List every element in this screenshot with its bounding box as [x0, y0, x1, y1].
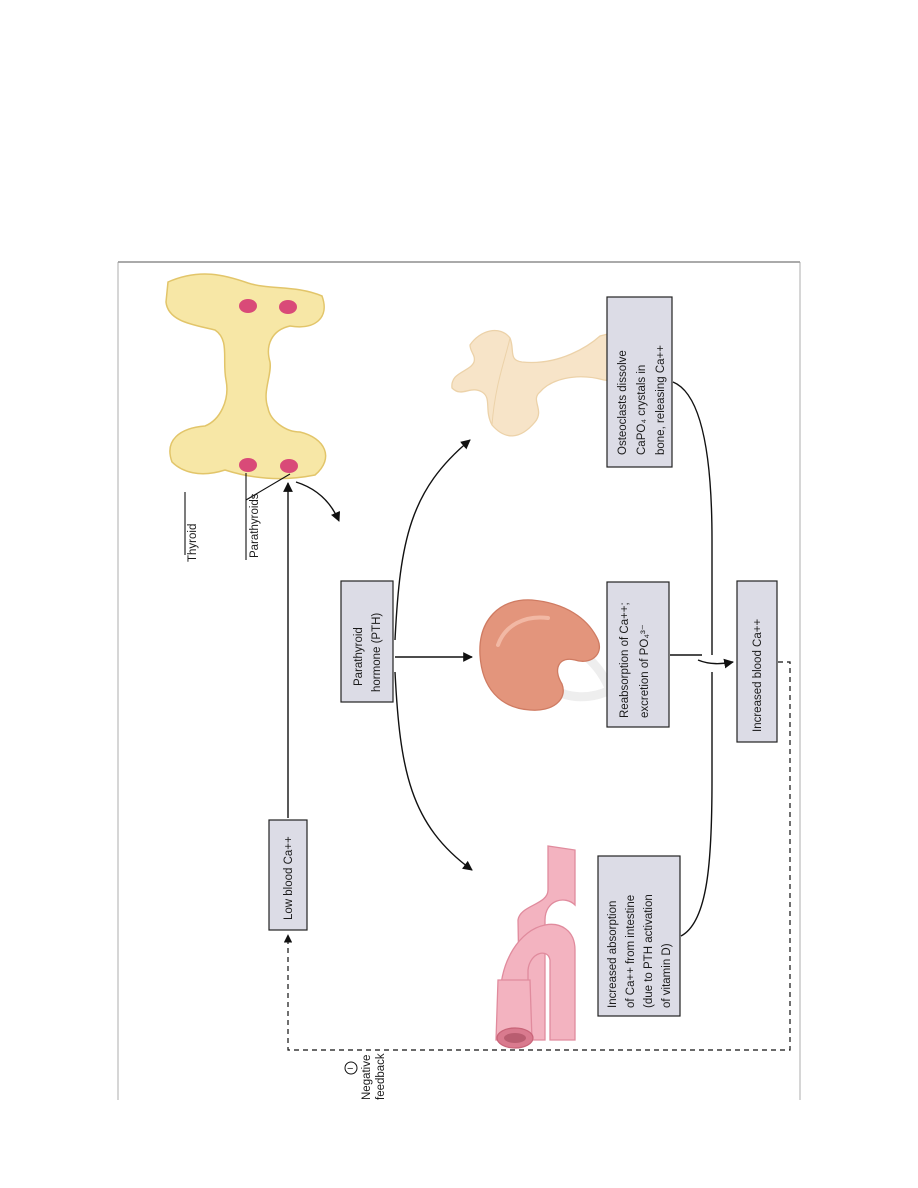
- line-bone-to-result: [672, 381, 713, 655]
- arrow-pth-to-intestine: [394, 671, 473, 871]
- negative-feedback-loop: [283, 661, 791, 1051]
- parathyroids-label: Parathyroids: [249, 493, 261, 558]
- bone-effect-line-3: bone, releasing Ca++: [655, 345, 667, 455]
- intestine-effect-line-4: of vitamin D): [661, 943, 673, 1008]
- bone-effect-line-2: CaPO₄ crystals in: [636, 365, 648, 455]
- thyroid-gland-icon: [165, 273, 327, 480]
- feedback-minus-sign: −: [347, 1063, 353, 1075]
- pth-box: Parathyroid hormone (PTH): [340, 580, 394, 703]
- low-blood-calcium-label: Low blood Ca++: [283, 836, 295, 920]
- negative-feedback-label-line-1: Negative: [361, 1055, 373, 1100]
- negative-feedback-label-line-2: feedback: [375, 1053, 387, 1100]
- parathyroid-leader-line-b: [245, 473, 291, 501]
- intestine-effect-line-3: (due to PTH activation: [643, 894, 655, 1008]
- kidney-effect-line-1: Reabsorption of Ca++;: [619, 602, 631, 718]
- pth-label-line-1: Parathyroid: [353, 627, 365, 686]
- bone-effect-box: Osteoclasts dissolve CaPO₄ crystals in b…: [606, 296, 673, 468]
- intestine-icon: [495, 845, 576, 1049]
- arrow-to-increased-calcium: [697, 658, 734, 669]
- arrow-pth-to-bone: [394, 439, 471, 641]
- intestine-effect-box: Increased absorption of Ca++ from intest…: [597, 855, 681, 1017]
- line-intestine-to-result: [680, 672, 713, 937]
- increased-blood-calcium-label: Increased blood Ca++: [752, 619, 764, 732]
- kidney-effect-box: Reabsorption of Ca++; excretion of PO₄³⁻: [606, 581, 670, 728]
- thyroid-label: Thyroid: [187, 524, 199, 562]
- bone-effect-line-1: Osteoclasts dissolve: [617, 350, 629, 455]
- feedback-minus-sign-circle: [344, 1061, 358, 1075]
- arrow-parathyroid-to-pth: [295, 481, 341, 522]
- pth-label-line-2: hormone (PTH): [371, 613, 383, 692]
- low-blood-calcium-box: Low blood Ca++: [268, 819, 308, 931]
- intestine-effect-line-1: Increased absorption: [607, 901, 619, 1008]
- intestine-effect-line-2: of Ca++ from intestine: [625, 895, 637, 1008]
- kidney-icon: [479, 599, 616, 711]
- increased-blood-calcium-box: Increased blood Ca++: [736, 580, 778, 743]
- bone-icon: [451, 329, 621, 437]
- kidney-effect-line-2: excretion of PO₄³⁻: [639, 624, 651, 718]
